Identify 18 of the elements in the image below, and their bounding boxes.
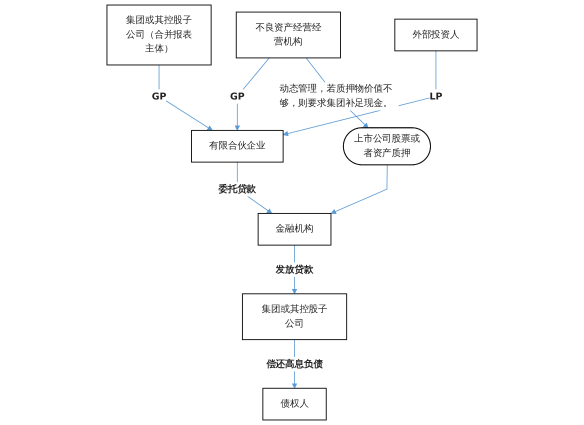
node-box: 外部投资人 <box>394 18 478 52</box>
edge-label: GP <box>152 90 166 102</box>
node-box: 集团或其控股子公司（合并报表主体） <box>106 4 212 66</box>
arrow <box>234 58 270 131</box>
edge-label: 委托贷款 <box>218 183 256 195</box>
node-box: 有限合伙企业 <box>191 130 284 163</box>
node-box: 不良资产经营经营机构 <box>236 12 341 58</box>
edge-label: 发放贷款 <box>276 264 314 275</box>
node-box: 集团或其控股子公司 <box>242 293 348 340</box>
edge-label: 动态管理，若质押物价值不够，则要求集团补足现金。 <box>279 84 392 108</box>
arrow <box>330 164 388 214</box>
node-box: 金融机构 <box>258 212 332 246</box>
edge-label: GP <box>230 90 245 102</box>
node-box: 债权人 <box>262 388 327 420</box>
arrow <box>282 50 436 136</box>
edge-label: 偿还高息负债 <box>266 358 323 370</box>
edge-label: LP <box>429 90 442 102</box>
arrow <box>158 64 213 131</box>
